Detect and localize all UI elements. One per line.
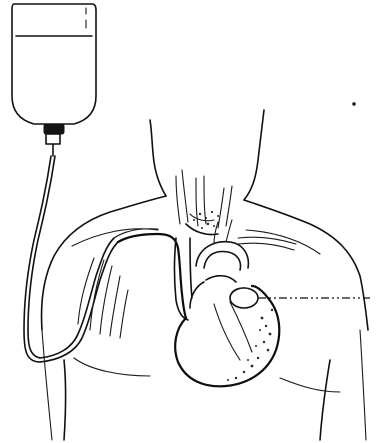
drip-chamber	[44, 124, 64, 156]
heart-shading	[227, 309, 273, 381]
subclavian-vein-right	[238, 237, 296, 250]
torso-outline	[42, 196, 369, 440]
aortic-arch	[196, 220, 248, 270]
body-contour-lower	[74, 358, 340, 392]
iv-bag	[12, 4, 96, 124]
neck-outline	[150, 110, 264, 200]
corner-mark	[353, 103, 355, 105]
neck-vessels	[176, 170, 232, 235]
pulmonary-artery	[230, 288, 258, 308]
clavicle-lines	[72, 229, 320, 254]
iv-tubing	[24, 156, 118, 362]
